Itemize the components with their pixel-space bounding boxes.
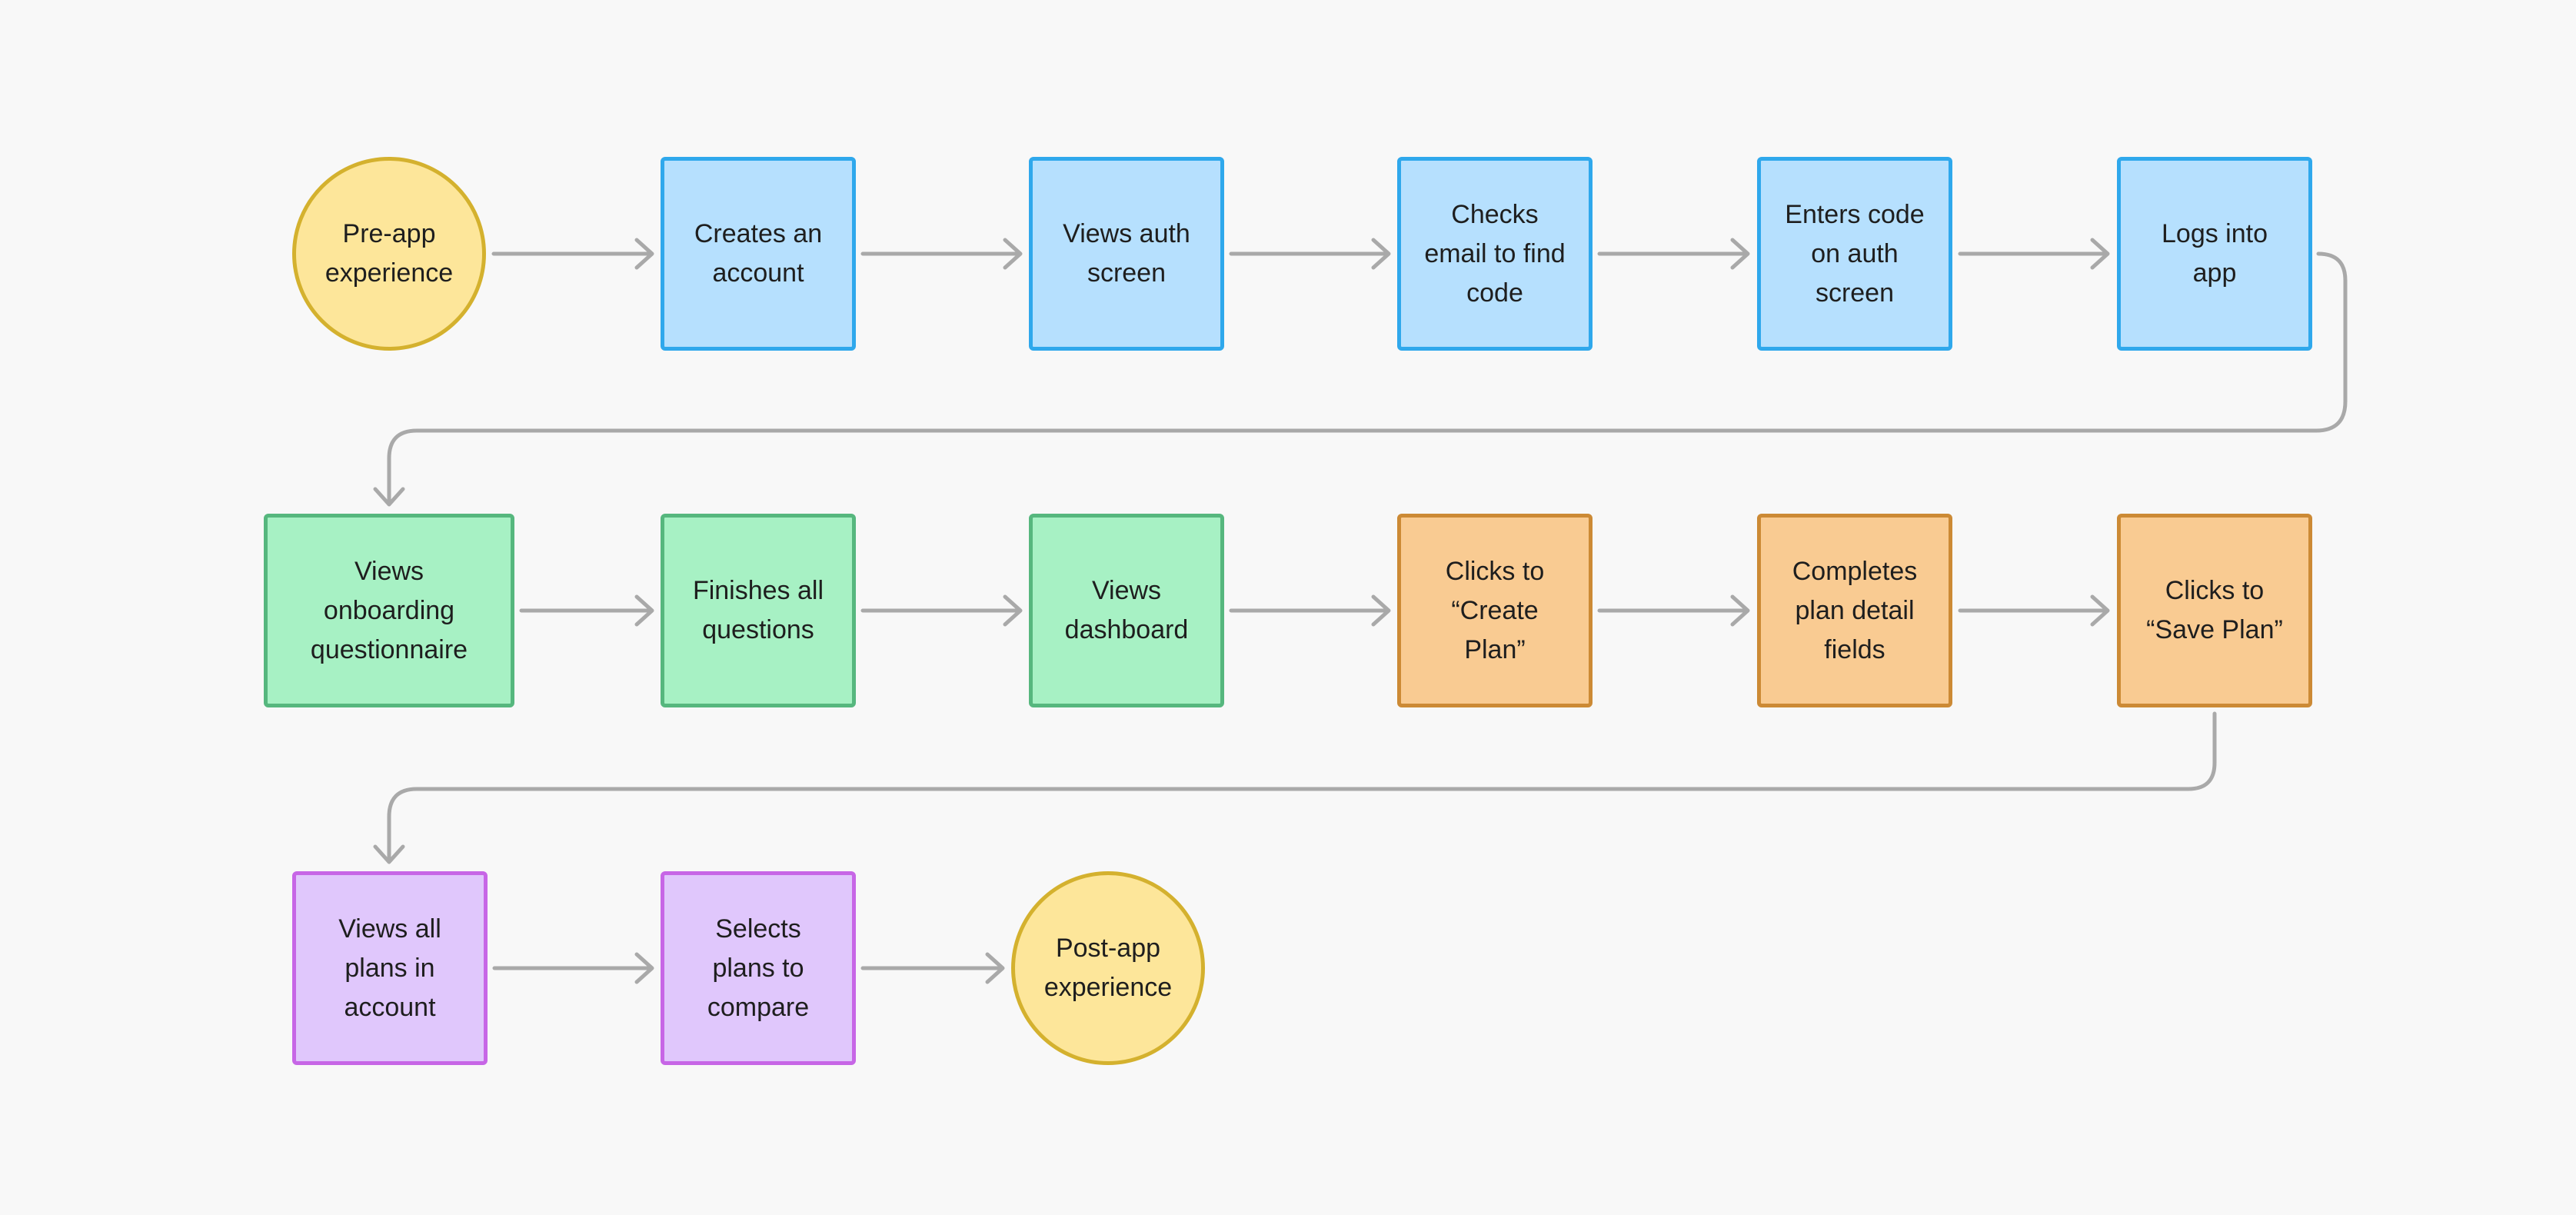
- creates-account-node: Creates an account: [661, 157, 856, 351]
- views-onboarding-node: Views onboarding questionnaire: [264, 514, 514, 707]
- connector-n1-n2: [491, 238, 654, 270]
- connector-n8-n9: [860, 594, 1023, 627]
- connector-n3-n4: [1229, 238, 1391, 270]
- connector-n2-n3: [860, 238, 1023, 270]
- checks-email-node: Checks email to find code: [1397, 157, 1593, 351]
- connector-n6-n7: [373, 251, 2348, 507]
- connector-n5-n6: [1958, 238, 2110, 270]
- views-dashboard-node: Views dashboard: [1029, 514, 1224, 707]
- views-all-plans-node: Views all plans in account: [292, 871, 488, 1065]
- pre-app-experience-node: Pre-app experience: [292, 157, 486, 351]
- completes-plan-fields-node: Completes plan detail fields: [1757, 514, 1952, 707]
- connector-n14-n15: [860, 952, 1005, 984]
- connector-n12-n13: [373, 711, 2217, 864]
- finishes-questions-node: Finishes all questions: [661, 514, 856, 707]
- connector-n11-n12: [1958, 594, 2110, 627]
- logs-into-app-node: Logs into app: [2117, 157, 2312, 351]
- selects-plans-node: Selects plans to compare: [661, 871, 856, 1065]
- connector-n13-n14: [492, 952, 654, 984]
- enters-code-node: Enters code on auth screen: [1757, 157, 1952, 351]
- connector-n4-n5: [1597, 238, 1750, 270]
- clicks-create-plan-node: Clicks to “Create Plan”: [1397, 514, 1593, 707]
- connector-n10-n11: [1597, 594, 1750, 627]
- connector-n9-n10: [1229, 594, 1391, 627]
- connector-n7-n8: [519, 594, 654, 627]
- clicks-save-plan-node: Clicks to “Save Plan”: [2117, 514, 2312, 707]
- views-auth-screen-node: Views auth screen: [1029, 157, 1224, 351]
- post-app-experience-node: Post-app experience: [1011, 871, 1205, 1065]
